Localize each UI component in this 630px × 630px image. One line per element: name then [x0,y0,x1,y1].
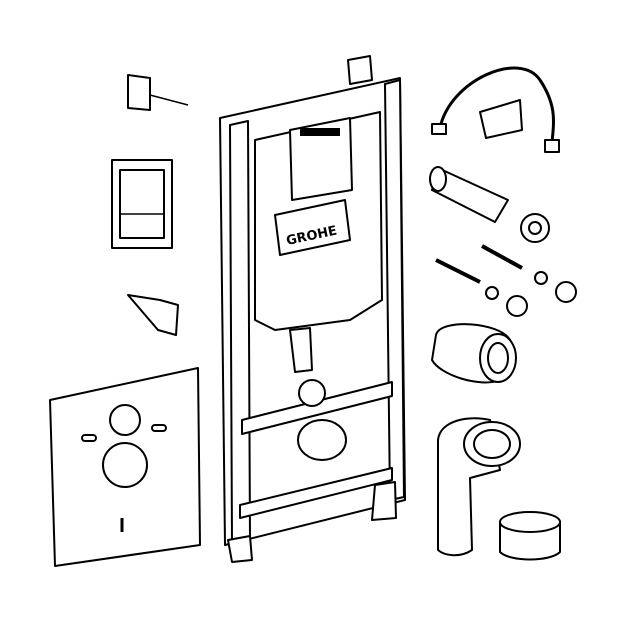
elbow-pipe [437,417,521,557]
supply-hose [431,66,560,153]
bolts [435,244,577,317]
flush-plate [111,159,173,249]
pipe-cap [499,511,561,561]
clip [127,294,179,336]
outlet-connector [431,323,517,384]
connection-pipe [429,166,550,243]
sound-insulation-sheet [49,367,201,567]
cistern: GROHE [254,111,383,461]
wall-bracket [127,74,189,111]
grohe-logo-plate [274,199,351,256]
